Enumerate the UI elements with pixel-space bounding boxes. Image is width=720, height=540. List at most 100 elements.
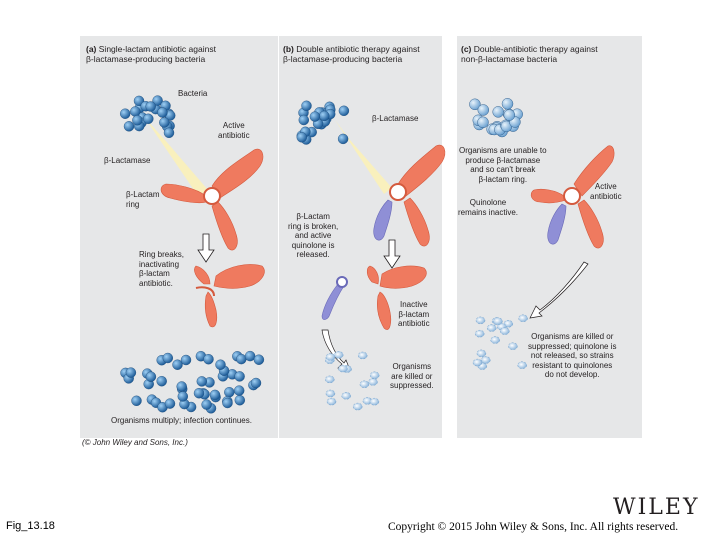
bacterium [503,109,515,121]
dead-bacterium [325,389,336,398]
bacterium [164,398,176,409]
dead-bacterium [493,317,503,325]
bacteria-cluster-a [119,95,176,139]
dead-bacterium [359,380,370,389]
bacterium [492,106,504,118]
broken-antibiotic-a [194,264,265,328]
bacterium [180,354,192,366]
dead-bacterium [472,358,483,367]
bacterium [201,399,212,410]
inactive-antibiotic-b [366,265,427,330]
bacterium [253,354,265,365]
arrow-down-a [197,233,215,263]
antibiotic-c [530,145,615,249]
bacterium [215,359,226,370]
quinolone-b [373,199,393,241]
copyright-notice: Copyright © 2015 John Wiley & Sons, Inc.… [388,521,679,533]
dead-bacterium [325,353,336,361]
bacterium [143,113,154,125]
bacteria-cluster-a-multiplied [120,350,265,414]
bacterium [236,353,247,365]
label-beta-lactam-ring: β-Lactam ring [126,190,160,209]
figure-label: Fig_13.18 [6,520,55,532]
bacterium [477,104,489,116]
bacterium [477,116,489,129]
label-organisms-multiply: Organisms multiply; infection continues. [111,416,252,425]
dead-bacterium [476,349,487,358]
bacterium [196,376,208,387]
bacterium [156,376,167,387]
panel-c-title: (c) Double-antibiotic therapy against no… [461,44,598,64]
label-killed-b: Organisms are killed or suppressed. [390,362,434,390]
dead-bacterium [490,336,500,344]
bacterium [119,108,131,119]
bacterium [309,111,321,122]
dead-bacteria-b [325,351,380,411]
bacterium [244,350,256,362]
arrow-down-b [383,239,401,269]
bacterium [157,107,168,118]
bacterium [501,98,514,110]
bacterium [130,106,141,117]
dead-bacterium [333,351,344,359]
panel-c-letter: (c) [461,44,472,54]
dead-bacterium [352,402,363,411]
bacteria-cluster-b [296,100,350,145]
label-ring-breaks: Ring breaks, inactivating β-lactam antib… [139,250,184,288]
bacterium [131,395,142,406]
panel-b-title: (b) Double antibiotic therapy against β-… [283,44,420,64]
bacterium [224,387,235,398]
dead-bacterium [326,397,337,406]
arrow-curve-c [529,261,589,319]
beam-a [145,118,208,196]
panel-b-letter: (b) [283,44,294,54]
label-ring-broken: β-Lactam ring is broken, and active quin… [288,212,339,259]
label-quinolone-inactive: Quinolone remains inactive. [458,198,519,217]
dead-bacterium [475,316,486,325]
dead-bacterium [486,324,497,332]
image-credit: (© John Wiley and Sons, Inc.) [82,438,188,447]
label-active-antibiotic-c: Active antibiotic [590,182,622,201]
bacterium [145,101,156,112]
bacterium [159,117,170,128]
bacterium [234,395,246,406]
bacterium [319,110,330,122]
dead-bacterium [369,397,380,406]
bacterium [296,132,307,143]
panel-divider [456,36,457,438]
panel-a-title: (a) Single-lactam antibiotic against β-l… [86,44,216,64]
dead-bacterium [517,361,527,369]
publisher-logo: WILEY [613,495,700,520]
dead-bacterium [508,342,518,350]
bacterium [233,385,245,396]
bacterium [298,114,309,126]
bacterium [209,389,221,401]
dead-bacterium [338,364,348,373]
label-bacteria: Bacteria [178,89,208,98]
bacterium [337,133,349,145]
label-beta-lactamase-a: β-Lactamase [104,156,151,165]
antibiotic-b [389,144,446,247]
panel-a-letter: (a) [86,44,97,54]
bacterium [162,352,174,364]
label-beta-lactamase-b: β-Lactamase [372,114,419,123]
dead-bacterium [368,378,378,386]
label-killed-c: Organisms are killed or suppressed; quin… [528,332,617,379]
dead-bacterium [481,356,491,364]
bacterium [203,354,214,365]
bacterium [222,397,233,409]
dead-bacteria-c [472,314,528,370]
bacterium [338,105,350,117]
panel-a-title-text: Single-lactam antibiotic against β-lacta… [86,44,216,64]
dead-bacterium [518,314,528,323]
bacterium [234,371,245,382]
dead-bacterium [325,375,335,384]
quinolone-c [547,203,567,245]
bacterium [132,115,143,126]
panel-divider [278,36,279,438]
dead-bacterium [500,327,510,335]
bacterium [176,381,187,392]
bacterium [172,359,183,370]
bacteria-cluster-c [469,98,523,138]
